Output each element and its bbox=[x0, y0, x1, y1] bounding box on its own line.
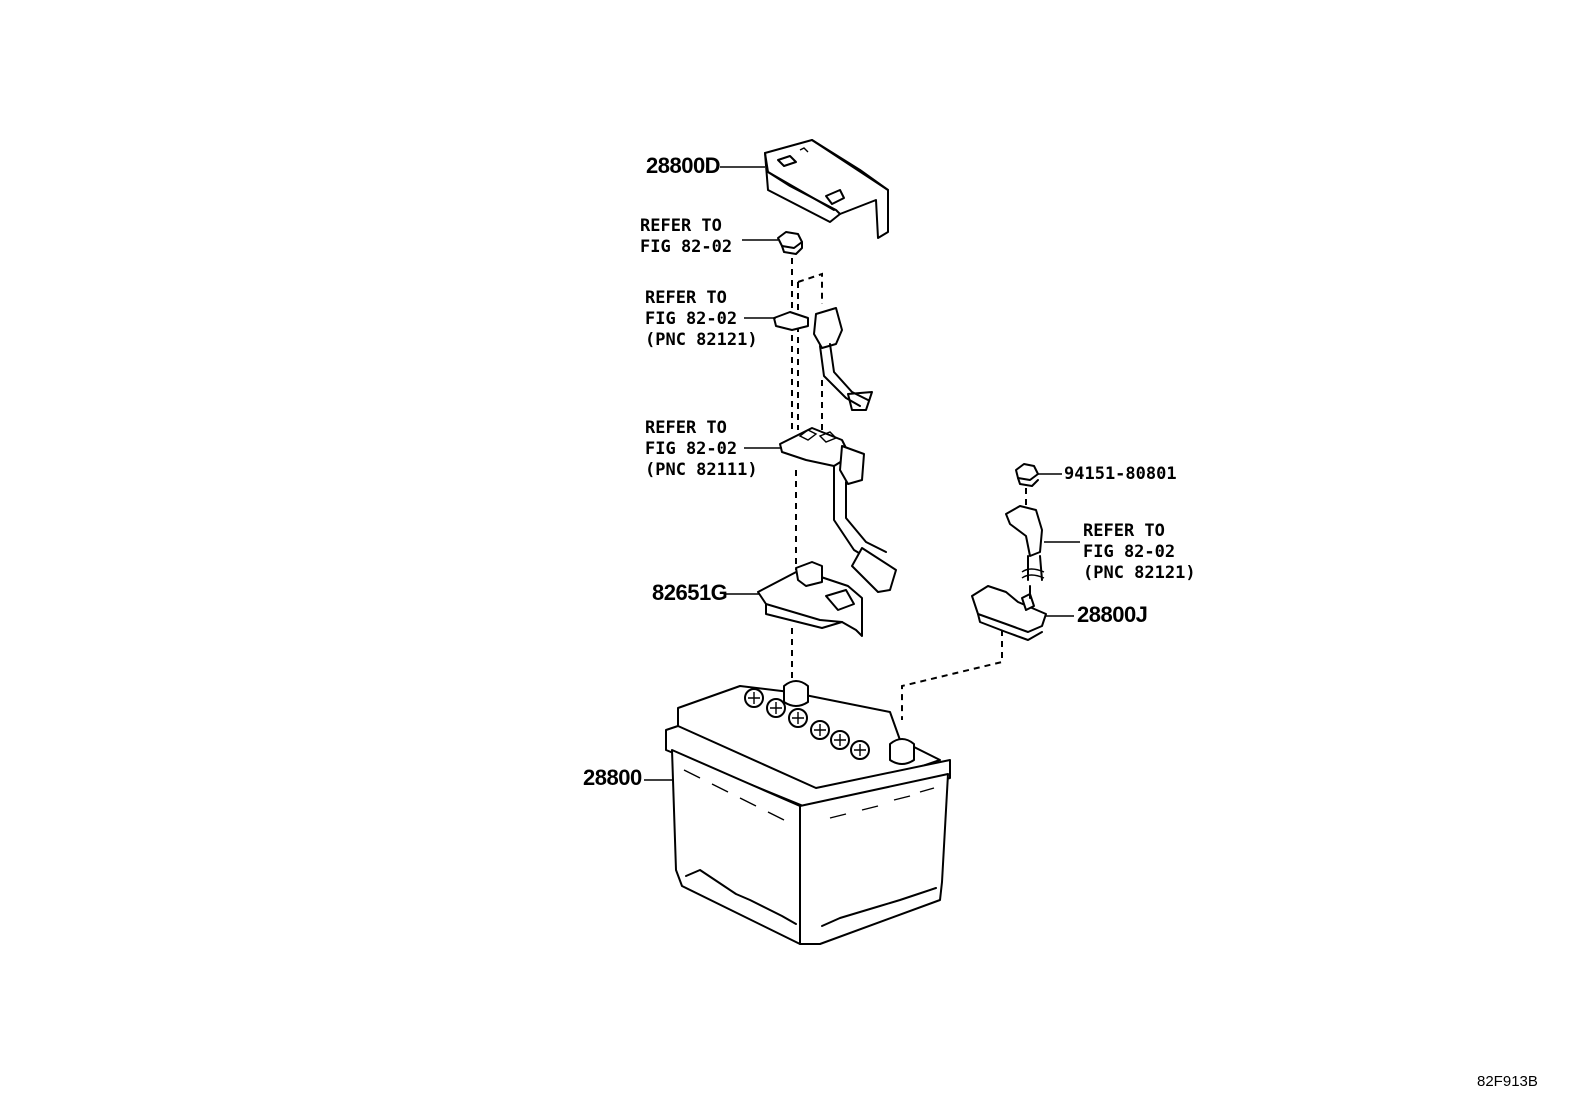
label-middle-terminal-reference: REFER TO FIG 82-02 (PNC 82111) bbox=[645, 418, 758, 480]
label-nut-part-number: 94151-80801 bbox=[1064, 464, 1177, 484]
bracket-drawing bbox=[757, 561, 863, 637]
upper-terminal-drawing bbox=[773, 307, 873, 411]
label-battery-cover: 28800D bbox=[646, 153, 721, 178]
figure-code: 82F913B bbox=[1477, 1073, 1538, 1090]
right-terminal-drawing bbox=[1005, 505, 1045, 581]
battery-cover-drawing bbox=[764, 139, 889, 239]
label-upper-terminal-reference: REFER TO FIG 82-02 (PNC 82121) bbox=[645, 288, 758, 350]
label-negative-terminal: 28800J bbox=[1077, 602, 1148, 627]
guide-line bbox=[797, 272, 823, 304]
label-battery: 28800 bbox=[583, 765, 642, 790]
label-right-terminal-reference: REFER TO FIG 82-02 (PNC 82121) bbox=[1083, 521, 1196, 583]
label-nut-reference: REFER TO FIG 82-02 bbox=[640, 216, 733, 257]
negative-terminal-drawing bbox=[971, 585, 1047, 641]
guide-line bbox=[901, 630, 1003, 720]
label-bracket: 82651G bbox=[652, 580, 728, 605]
nut-drawing bbox=[777, 231, 803, 255]
small-nut-drawing bbox=[1015, 463, 1039, 487]
battery-drawing bbox=[665, 680, 951, 945]
middle-terminal-drawing bbox=[779, 427, 897, 593]
